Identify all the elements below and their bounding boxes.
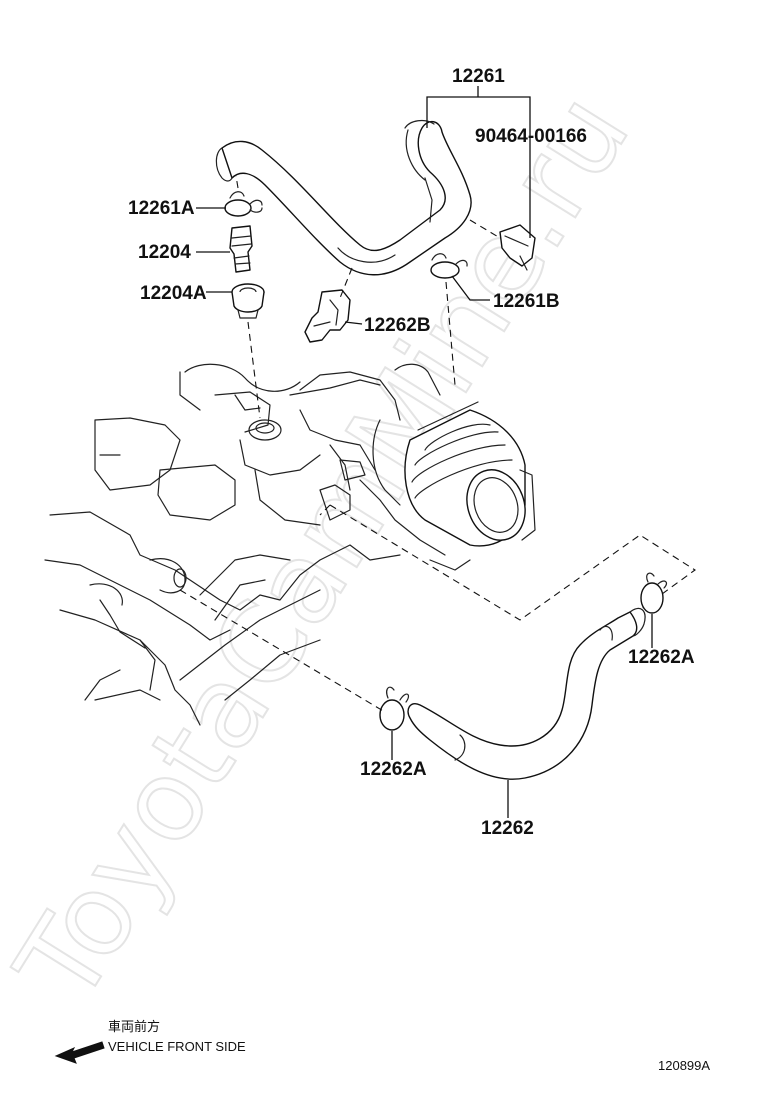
label-90464-00166: 90464-00166 xyxy=(475,126,587,147)
arrow-icon xyxy=(54,1041,105,1064)
label-12204a: 12204A xyxy=(140,283,207,304)
leader-12261 xyxy=(426,86,531,238)
grommet xyxy=(231,283,265,319)
bracket xyxy=(304,289,351,343)
front-label-japanese: 車両前方 xyxy=(108,1019,160,1034)
intake-duct xyxy=(404,401,536,547)
pcv-valve xyxy=(229,225,253,273)
clip-12262a-right xyxy=(640,572,668,614)
clip-12262a-left xyxy=(379,686,410,731)
label-12262a-right: 12262A xyxy=(628,647,695,668)
engine-illustration xyxy=(44,363,696,726)
front-label-english: VEHICLE FRONT SIDE xyxy=(108,1039,246,1054)
label-12262b: 12262B xyxy=(364,315,431,336)
label-12262a-left: 12262A xyxy=(360,759,427,780)
vehicle-front-indicator: 車両前方 VEHICLE FRONT SIDE xyxy=(54,1019,246,1064)
lower-hose xyxy=(407,607,646,780)
clip-12261b xyxy=(430,253,468,279)
label-12204: 12204 xyxy=(138,242,191,263)
figure-code: 120899A xyxy=(658,1058,710,1073)
leader-12262b xyxy=(344,321,363,325)
clip-12261a xyxy=(224,191,263,217)
upper-hose xyxy=(215,119,472,276)
label-12262: 12262 xyxy=(481,818,534,839)
hose-clamp xyxy=(499,224,536,271)
leader-12261b xyxy=(451,275,490,301)
label-12261b: 12261B xyxy=(493,291,560,312)
label-12261: 12261 xyxy=(452,66,505,87)
label-12261a: 12261A xyxy=(128,198,195,219)
